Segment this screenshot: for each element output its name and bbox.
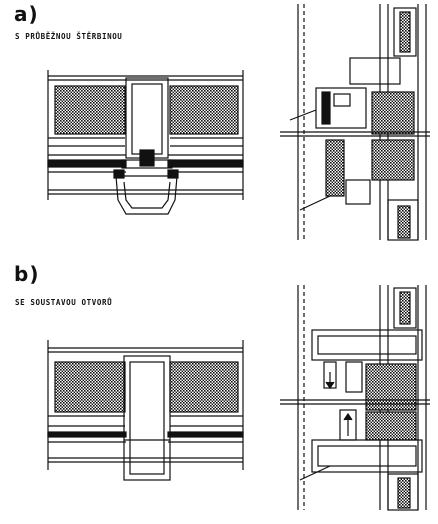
section-a-letter: a)	[14, 2, 39, 26]
plan-a-panel-left	[54, 85, 126, 135]
plan-a	[47, 70, 244, 215]
section-a-unit-upper	[371, 91, 415, 135]
section-a-unit-lower	[371, 139, 415, 181]
section-b-unit-lower	[365, 411, 417, 441]
section-b-unit-upper	[365, 363, 417, 411]
section-b-letter: b)	[14, 262, 40, 286]
plan-b-panel-right	[169, 361, 239, 413]
section-b-caption: SE SOUSTAVOU OTVORŮ	[15, 298, 113, 307]
plan-b	[47, 340, 244, 481]
section-a-caption: S PRŮBĚŽNOU ŠTĚRBINOU	[15, 32, 123, 41]
section-a	[280, 4, 430, 241]
section-b	[280, 285, 430, 511]
plan-a-panel-right	[169, 85, 239, 135]
plan-b-panel-left	[54, 361, 126, 413]
